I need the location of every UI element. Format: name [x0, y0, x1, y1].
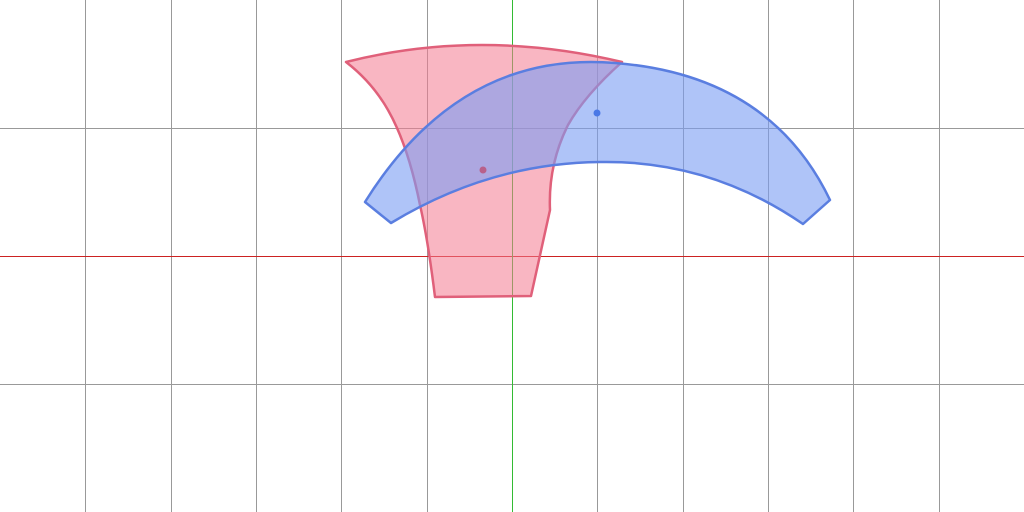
- shape-b[interactable]: [363, 60, 832, 226]
- shape-a-center-point[interactable]: [479, 166, 487, 174]
- shape-b-center-point[interactable]: [593, 109, 601, 117]
